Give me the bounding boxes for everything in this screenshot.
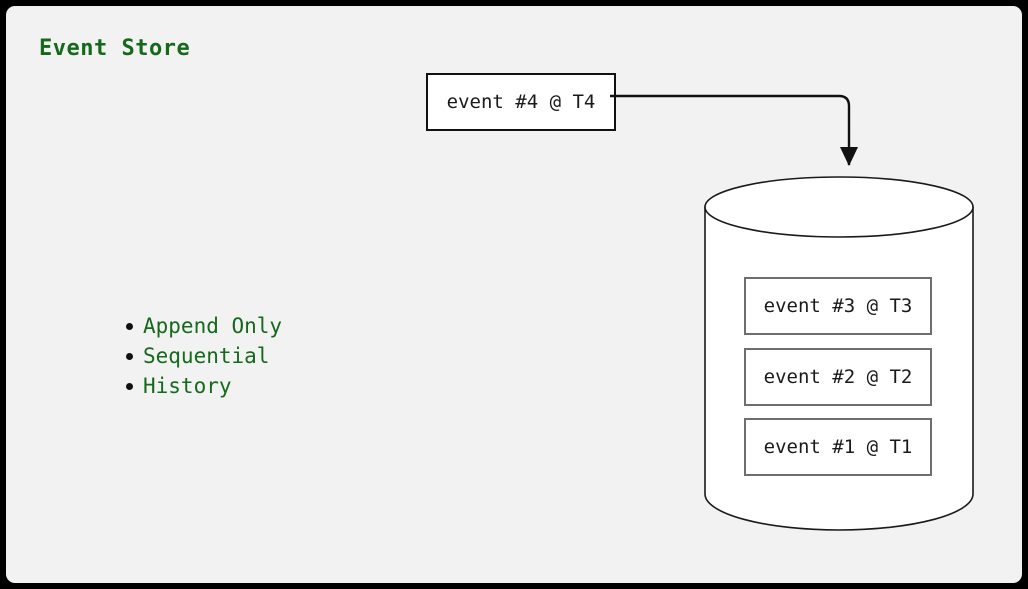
bullet-dot-icon [126,353,133,360]
stored-event-box: event #2 @ T2 [744,348,932,406]
list-item: Append Only [126,311,283,341]
list-item-label: Append Only [143,314,283,338]
diagram-panel: Event Store Append Only Sequential Histo… [6,6,1022,583]
cylinder-top-ellipse [704,176,974,238]
incoming-event-box: event #4 @ T4 [426,73,616,131]
properties-list: Append Only Sequential History [119,311,282,401]
stored-event-label: event #3 @ T3 [763,295,913,317]
list-item: History [126,371,282,401]
list-item: Sequential [126,341,282,371]
stored-event-label: event #2 @ T2 [763,366,913,388]
stored-event-label: event #1 @ T1 [763,436,913,458]
list-item-label: History [143,374,232,398]
incoming-event-label: event #4 @ T4 [446,91,596,113]
list-item-label: Sequential [143,344,270,368]
stored-event-box: event #3 @ T3 [744,277,932,335]
page-title: Event Store [39,36,191,61]
stored-event-box: event #1 @ T1 [744,418,932,476]
bullet-dot-icon [126,323,133,330]
bullet-dot-icon [126,383,133,390]
